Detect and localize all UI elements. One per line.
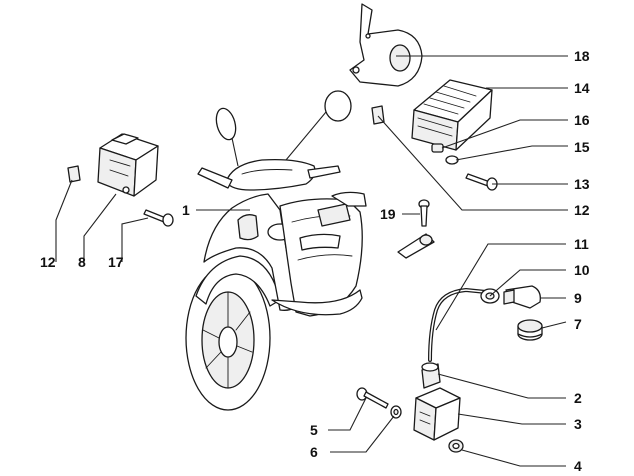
part-19-screw [418, 199, 430, 227]
callout-12-left: 12 [40, 254, 56, 270]
part-9-plug-cap [503, 285, 541, 309]
scooter-illustration [185, 90, 367, 411]
part-16-regulator [411, 79, 493, 151]
callout-13: 13 [574, 176, 590, 192]
part-5-bolt [356, 387, 389, 409]
part-17-screw [143, 209, 174, 227]
callout-17: 17 [108, 254, 124, 270]
callout-10: 10 [574, 262, 590, 278]
callout-15: 16 [574, 112, 590, 128]
part-4-nut [448, 439, 464, 453]
part-19-bracket [397, 233, 435, 259]
callout-16: 14 [574, 80, 590, 96]
callout-2: 2 [574, 390, 582, 406]
callout-11: 11 [574, 236, 589, 252]
callout-4: 4 [574, 458, 582, 474]
part-8-module [97, 133, 159, 197]
callout-labels: 18 14 16 15 13 12 1 19 11 10 9 7 2 3 4 5… [40, 48, 590, 474]
part-11-ht-lead [428, 288, 488, 362]
part-6-washer [390, 405, 402, 419]
callout-5: 5 [310, 422, 318, 438]
part-13-screw [465, 173, 498, 191]
callout-12: 12 [574, 202, 590, 218]
part-7-cover [517, 319, 543, 341]
callout-7: 7 [574, 316, 582, 332]
callout-1: 1 [182, 202, 190, 218]
callout-14: 15 [574, 139, 590, 155]
part-3-ignition-coil [413, 387, 461, 441]
part-2-connector [421, 362, 441, 389]
callout-18: 18 [574, 48, 590, 64]
callout-3: 3 [574, 416, 582, 432]
leader-lines [55, 55, 568, 467]
callout-8: 8 [78, 254, 86, 270]
callout-19: 19 [380, 206, 396, 222]
part-15-nut [431, 143, 444, 153]
callout-9: 9 [574, 290, 582, 306]
part-12-clip-left [67, 165, 81, 183]
callout-6: 6 [310, 444, 318, 460]
part-18-bracket [349, 3, 423, 87]
